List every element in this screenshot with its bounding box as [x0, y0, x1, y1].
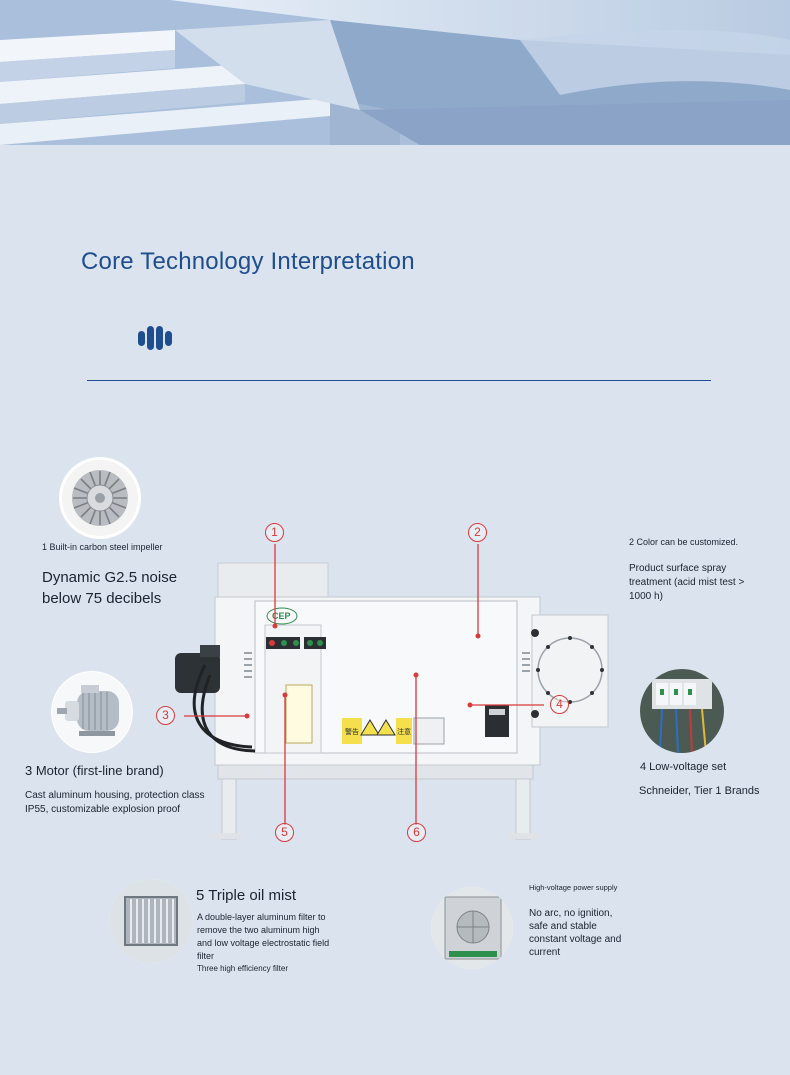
oil-mist-desc-3: and low voltage electrostatic field: [197, 938, 330, 948]
high-voltage-desc-4: current: [529, 947, 561, 958]
high-voltage-photo: [431, 887, 513, 969]
high-voltage-desc-2: safe and stable: [529, 921, 597, 932]
filter-icon: [109, 879, 193, 963]
warning-label-2: 注意: [397, 727, 411, 736]
machine-illustration: CEP 警告 注意: [175, 544, 609, 840]
color-desc-1: Product surface spray: [629, 563, 727, 574]
stairs-illustration: [0, 0, 790, 145]
motor-desc-2: IP55, customizable explosion proof: [25, 804, 181, 815]
callout-6: 6: [407, 823, 426, 842]
low-voltage-desc: Schneider, Tier 1 Brands: [639, 785, 760, 797]
callout-4: 4: [550, 695, 569, 714]
purifier-machine: CEP 警告 注意: [156, 515, 630, 855]
hero-banner: [0, 0, 790, 145]
callout-3: 3: [156, 706, 175, 725]
warning-label-1: 警告: [345, 727, 359, 736]
color-caption: 2 Color can be customized.: [629, 537, 739, 547]
motor-photo: [51, 671, 133, 753]
title-divider: [87, 380, 711, 381]
high-voltage-desc-1: No arc, no ignition,: [529, 908, 613, 919]
impeller-headline-1: Dynamic G2.5 noise: [42, 569, 178, 586]
color-desc-3: 1000 h): [629, 591, 663, 602]
callout-2: 2: [468, 523, 487, 542]
impeller-headline-2: below 75 decibels: [42, 590, 162, 607]
callout-1: 1: [265, 523, 284, 542]
impeller-caption: 1 Built-in carbon steel impeller: [42, 542, 163, 552]
motor-headline: 3 Motor (first-line brand): [25, 763, 164, 778]
motor-icon: [52, 672, 132, 752]
machine-logo: CEP: [272, 611, 291, 621]
oil-mist-desc-4: filter: [197, 951, 215, 961]
oil-mist-headline: 5 Triple oil mist: [196, 887, 297, 904]
breaker-icon: [640, 669, 724, 753]
high-voltage-caption: High-voltage power supply: [529, 883, 618, 892]
oil-mist-desc-2: remove the two aluminum high: [197, 925, 320, 935]
bars-icon: [138, 326, 172, 350]
motor-desc-1: Cast aluminum housing, protection class: [25, 790, 205, 801]
low-voltage-headline: 4 Low-voltage set: [640, 761, 727, 773]
oil-mist-desc-1: A double-layer aluminum filter to: [197, 912, 326, 922]
low-voltage-photo: [640, 669, 724, 753]
power-supply-icon: [431, 887, 513, 969]
callout-5: 5: [275, 823, 294, 842]
oil-mist-sub: Three high efficiency filter: [197, 964, 289, 973]
impeller-icon: [62, 460, 138, 536]
color-desc-2: treatment (acid mist test >: [629, 577, 745, 588]
filter-photo: [109, 879, 193, 963]
impeller-photo: [59, 457, 141, 539]
high-voltage-desc-3: constant voltage and: [529, 934, 622, 945]
page-title: Core Technology Interpretation: [81, 248, 415, 275]
